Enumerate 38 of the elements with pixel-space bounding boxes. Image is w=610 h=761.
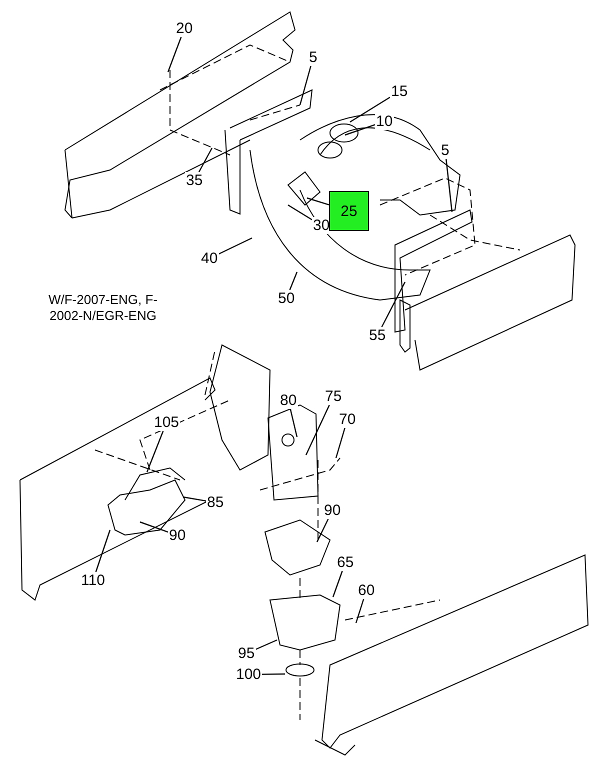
leader-line [218,237,252,255]
callout-number: 5 [440,142,450,159]
leader-line [381,282,406,328]
leader-line [289,272,298,290]
leader-line [344,124,376,136]
leader-line [332,570,343,598]
callout-number: 60 [357,582,376,599]
applicability-note: W/F-2007-ENG, F-2002-N/EGR-ENG [47,292,159,324]
callout-number: 75 [324,388,343,405]
leader-line [316,518,329,542]
callout-number: 15 [390,83,409,100]
callout-number: 70 [338,411,357,428]
callout-number: 5 [308,49,318,66]
leader-line [95,530,111,572]
leader-line [299,66,312,106]
leader-line [306,197,330,206]
leader-line [255,639,278,650]
callout-number: 30 [312,217,331,234]
leader-line [355,598,364,624]
leader-line [305,404,330,456]
callout-number: 80 [279,392,298,409]
leader-line [446,158,453,212]
callout-number: 105 [153,414,180,431]
callout-number: 65 [336,554,355,571]
callout-number: 90 [323,502,342,519]
leader-line [198,148,213,172]
callout-number: 10 [375,113,394,130]
leader-line [262,673,285,675]
highlighted-callout-number: 25 [329,191,369,231]
leader-line [288,204,312,220]
leader-line [290,408,298,438]
callout-number: 20 [175,20,194,37]
leader-line [140,521,168,533]
leader-line [146,430,164,472]
leader-line [350,96,390,122]
leader-line [167,36,182,72]
leader-line [182,496,206,502]
leader-line [335,428,346,458]
